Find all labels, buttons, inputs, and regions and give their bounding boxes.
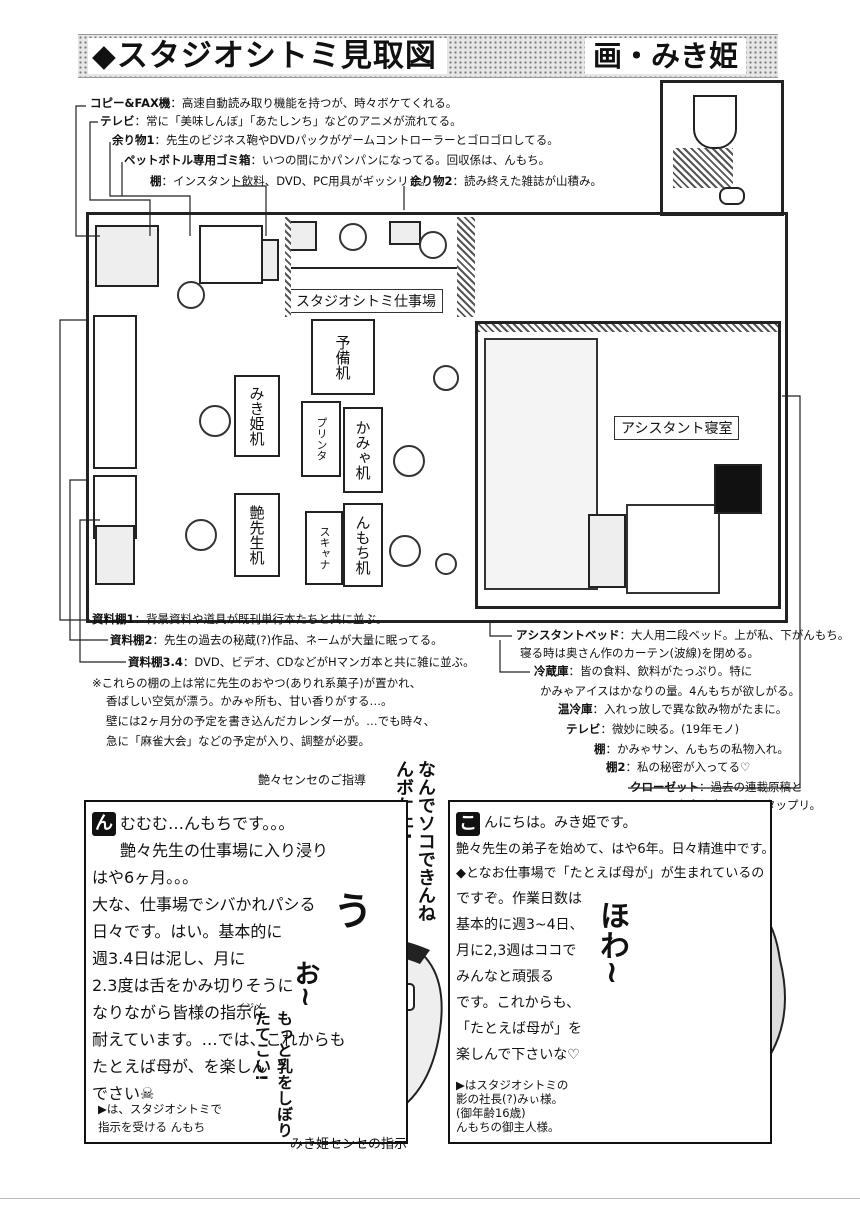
chair <box>389 535 421 567</box>
panel-right-body: 艶々先生の弟子を始めて、はや6年。日々精進中です。◆となお仕事場で「たとえば母が… <box>456 842 775 881</box>
note-fridge: 冷蔵庫：皆の食料、飲料がたっぷり。特に <box>534 664 753 678</box>
panel-right-caption: ▶はスタジオシトミの影の社長(?)みぃ様。(御年齢16歳)んもちの御主人様。 <box>456 1078 569 1134</box>
chair <box>393 445 425 477</box>
room-label-assistant: アシスタント寝室 <box>614 416 740 440</box>
note-copier: コピー&FAX機：高速自動読み取り機能を持つが、時々ボケてくれる。 <box>90 96 458 110</box>
remark-line: ※これらの棚の上は常に先生のおやつ(ありれ系菓子)が置かれ、 <box>92 676 422 690</box>
note-fridge-2: かみゃアイスはかなりの量。4んもちが欲しがる。 <box>540 684 800 698</box>
note-shelf-3-4: 資料棚3.4：DVD、ビデオ、CDなどがHマンガ本と共に雑に並ぶ。 <box>128 655 475 669</box>
panel-right-text: んにちは。みき姫です。 <box>484 815 637 831</box>
note-shelf-1: 資料棚1：背景資料や道具が既刊単行本たちと共に並ぶ。 <box>92 612 388 626</box>
caption-ou: お~ <box>290 960 320 1008</box>
chair <box>185 519 217 551</box>
caption-moo: う <box>326 890 372 930</box>
caption-guide: 艶々センセのご指導 <box>258 773 367 787</box>
desk-spare: 予備机 <box>311 319 375 395</box>
fridge <box>588 514 626 588</box>
low-table <box>626 504 720 594</box>
byline: 画・みき姫 <box>585 38 747 74</box>
room-label-studio: スタジオシトミ仕事場 <box>289 289 443 313</box>
panel-miki <box>448 800 772 1144</box>
caption-milk: もっと乳をしぼりたてこい! <box>252 1010 293 1138</box>
panel-nmochi <box>84 800 408 1144</box>
bunk-bed <box>484 338 598 590</box>
printer: プリンタ <box>301 401 341 477</box>
toilet-mat <box>673 148 733 188</box>
note-leftover1: 余り物1：先生のビジネス鞄やDVDパックがゲームコントローラーとゴロゴロしてる。 <box>112 133 559 147</box>
desk-nmochi: んもち机 <box>343 503 383 587</box>
note-tv: テレビ：常に「美味しんぼ」「あたしンち」などのアニメが流れてる。 <box>100 114 462 128</box>
slippers-icon <box>719 187 745 205</box>
desk-kamiya: かみゃ机 <box>343 407 383 493</box>
scanner: スキャナ <box>305 511 343 585</box>
chair <box>199 405 231 437</box>
note-tv-2: テレビ：微妙に映る。(19年モノ) <box>566 722 740 736</box>
note-shelf-assistant: 棚：かみゃサン、んもちの私物入れ。 <box>594 742 789 756</box>
ruby-ijime: イジメ <box>236 1003 264 1013</box>
assistant-room: アシスタント寝室 <box>475 321 781 609</box>
floor-plan: スタジオシトミ仕事場 予備机 みき姫机 プリンタ かみゃ机 艶先生机 スキャナ … <box>86 212 788 623</box>
toilet-bowl-icon <box>693 95 737 149</box>
stool <box>339 223 367 251</box>
copier-fax <box>95 225 159 287</box>
bottle-bin <box>261 239 279 281</box>
sink <box>287 221 317 251</box>
round-table <box>419 231 447 259</box>
remark-line: 壁には2ヶ月分の予定を書き込んだカレンダーが。…でも時々、 <box>106 714 436 728</box>
stool <box>435 553 457 575</box>
wall <box>457 217 475 317</box>
wall <box>285 217 291 317</box>
note-leftover2: 余り物2：読み終えた雑誌が山積み。 <box>410 174 603 188</box>
tv-assistant <box>714 464 762 514</box>
note-bottle-bin: ペットボトル専用ゴミ箱：いつの間にかパンパンになってる。回収係は、んもち。 <box>124 153 551 167</box>
panel-left-text: むむむ…んもちです。。。艶々先生の仕事場に入り浸り <box>120 814 329 860</box>
page-title: ◆スタジオシトミ見取図 <box>88 38 447 74</box>
note-shelf-2: 資料棚2：先生の過去の秘蔵(?)作品、ネームが大量に眠ってる。 <box>110 633 443 647</box>
note-closet: クローゼット：過去の連載原稿と <box>630 780 803 794</box>
desk-miki: みき姫机 <box>234 375 280 457</box>
top-shelf <box>285 217 475 269</box>
remark-line: 急に「麻雀大会」などの予定が入り、調整が必要。 <box>106 734 371 748</box>
lead-glyph-ko: こ <box>456 812 480 836</box>
note-curtain: 寝る時は奥さん作のカーテン(波線)を閉める。 <box>520 646 759 660</box>
shelf-3-4 <box>95 525 135 585</box>
caption-miki-instruction: みき姫センセの指示 <box>290 1137 408 1152</box>
panel-left-caption-2: 指示を受ける んもち <box>98 1120 206 1134</box>
toilet-room <box>660 80 784 216</box>
note-bunk-bed: アシスタントベッド：大人用二段ベッド。上が私、下がんもち。 <box>516 628 850 642</box>
shelf-box <box>389 221 421 245</box>
note-shelf-2-assistant: 棚2：私の秘密が入ってる♡ <box>606 760 751 774</box>
caption-howa: ほわ~ <box>594 900 629 986</box>
lead-glyph-n: ん <box>92 812 116 836</box>
panel-left-caption: ▶は、スタジオシトミで <box>98 1102 222 1116</box>
desk-tsuya: 艶先生机 <box>234 493 280 577</box>
remark-line: 香ばしい空気が漂う。かみゃ所も、甘い香りがする…。 <box>106 694 393 708</box>
note-shelf: 棚：インスタント飲料、DVD、PC用具がギッシリと。 <box>150 174 432 188</box>
page-edge <box>0 1198 860 1199</box>
stool <box>433 365 459 391</box>
note-warmer: 温冷庫：入れっ放しで異な飲み物がたまに。 <box>558 702 788 716</box>
wall <box>478 324 778 332</box>
panel-right-body-2: ですぞ。作業日数は基本的に週3~4日、月に2,3週はココでみんなと頑張るです。こ… <box>456 891 584 1063</box>
shelf-1 <box>93 315 137 469</box>
panel-left-body: はや6ヶ月。。。大な、仕事場でシバかれパシる日々です。はい。基本的に週3.4日は… <box>92 868 346 1103</box>
chair <box>177 281 205 309</box>
